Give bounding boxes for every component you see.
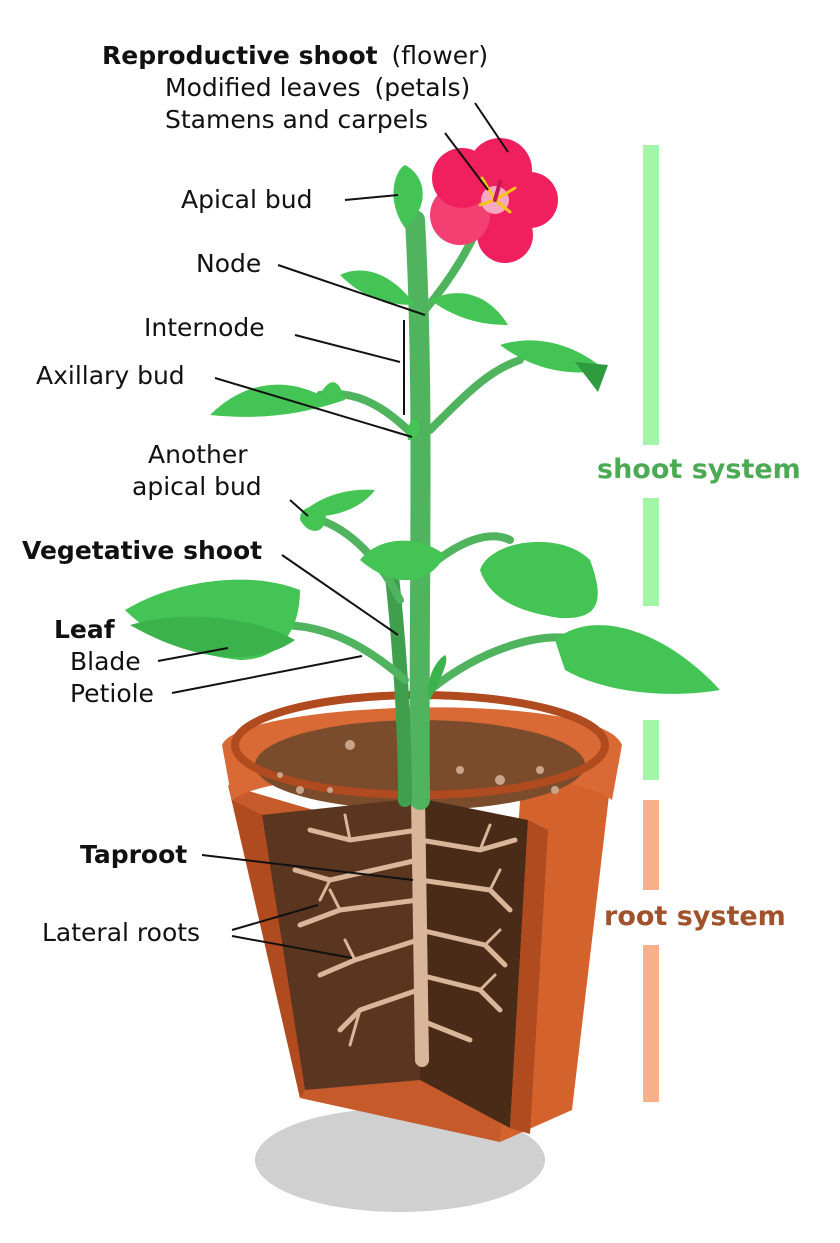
label-apical-bud: Apical bud [181,185,312,214]
soil-specks [277,740,559,794]
shoot-system-label: shoot system [597,454,801,485]
branch-mid-left [316,516,404,604]
label-stamens-carpels: Stamens and carpels [165,105,428,134]
soil-face-left [262,798,420,1090]
leaf-center [360,540,445,581]
apical-bud-leaf [393,165,423,228]
another-apical-bud-shape [300,507,326,531]
flower [430,138,558,263]
roots [292,788,518,1067]
label-internode: Internode [144,313,265,342]
label-lateral-roots: Lateral roots [42,918,200,947]
leaf-top-right [430,293,508,325]
main-stem [405,210,431,810]
leader-lines [157,102,509,959]
petal-5 [432,148,492,208]
label-blade: Blade [70,647,141,676]
label-leaf: Leaf [54,615,116,644]
leaf-mid-right [480,541,598,619]
shoot-system-bar [643,145,659,780]
leaves [125,165,720,700]
soil-face-right [418,798,528,1128]
leaf-top-left [340,270,415,305]
label-another-apical-bud-line2: apical bud [132,472,262,501]
leaf-lower-small [428,655,447,700]
axillary-bud-shape [407,419,420,440]
root-system-bar [643,800,659,1102]
carpel [493,180,502,202]
leaf-lower-right [555,625,720,694]
petiole-left [276,621,409,684]
root-system-label: root system [604,901,786,932]
stamens [478,176,517,214]
leaf-upper-left [210,382,345,417]
label-vegetative-shoot: Vegetative shoot [22,536,262,565]
label-reproductive-shoot: Reproductive shoot (flower) [102,41,488,70]
pot-cut-edge-right [510,820,548,1134]
petal-3 [477,207,533,263]
leaf-blade-left-fold [130,616,295,658]
label-taproot: Taproot [80,840,187,869]
branch-upper-right [426,356,524,434]
label-petiole: Petiole [70,679,154,708]
label-another-apical-bud-line1: Another [148,440,248,469]
label-modified-leaves: Modified leaves (petals) [165,73,470,102]
label-node: Node [196,249,261,278]
leaf-upper-right-fold [575,362,608,392]
pot-cut-edge-left [232,800,305,1098]
label-axillary-bud: Axillary bud [36,361,185,390]
